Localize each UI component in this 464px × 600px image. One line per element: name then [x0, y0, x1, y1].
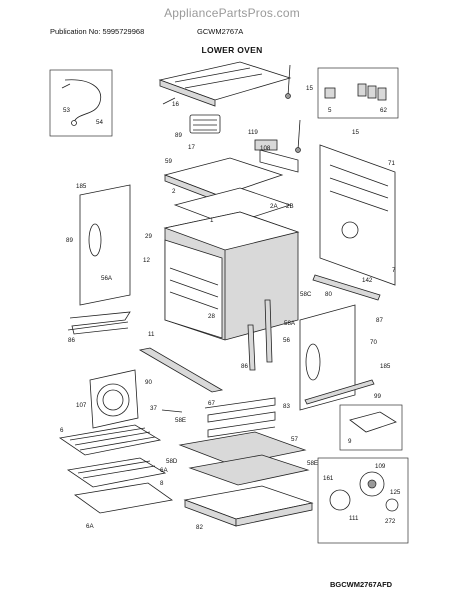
convection-motor-inset: 109 161 125 111 272 [317, 457, 409, 544]
label-54[interactable]: 54 [96, 119, 103, 126]
lower-bake-element: 67 83 58E 57 [175, 397, 298, 443]
label-5[interactable]: 5 [328, 107, 332, 114]
diagram-title: LOWER OVEN [201, 45, 263, 55]
label-57[interactable]: 57 [291, 436, 298, 443]
right-side-panel: 87 70 185 [299, 304, 391, 411]
label-70[interactable]: 70 [370, 339, 377, 346]
label-109[interactable]: 109 [375, 463, 386, 470]
side-rails: 58A 56 86 [241, 299, 296, 371]
thermostat-bracket: 119 108 [248, 129, 299, 173]
label-89-top[interactable]: 89 [175, 132, 182, 139]
label-161[interactable]: 161 [323, 475, 334, 482]
left-side-panel: 185 89 56A [66, 183, 131, 306]
label-107[interactable]: 107 [76, 402, 87, 409]
convection-fan-cover: 107 [76, 369, 139, 429]
label-80[interactable]: 80 [325, 291, 332, 298]
hinge-parts-inset: 5 62 [317, 67, 399, 119]
label-119[interactable]: 119 [248, 129, 258, 136]
label-108[interactable]: 108 [260, 145, 271, 152]
label-58e-lower[interactable]: 58E [307, 460, 318, 467]
label-90[interactable]: 90 [145, 379, 152, 386]
label-16[interactable]: 16 [172, 101, 179, 108]
label-6-top[interactable]: 6 [60, 427, 64, 434]
top-insulation: 59 2 2A 2B [163, 157, 294, 226]
label-37[interactable]: 37 [150, 405, 157, 412]
label-56a-left[interactable]: 56A [101, 275, 113, 282]
publication-number: Publication No: 5995729968 [50, 27, 145, 36]
label-59[interactable]: 59 [165, 158, 172, 165]
label-15-lower[interactable]: 15 [352, 129, 359, 136]
label-58c[interactable]: 58C [300, 291, 312, 298]
wire-harness-inset: 53 54 [49, 69, 113, 137]
broil-pan-inset: 9 [339, 404, 403, 451]
bake-element-left: 86 [67, 311, 131, 344]
label-8[interactable]: 8 [160, 480, 164, 487]
label-15-top[interactable]: 15 [306, 85, 313, 92]
label-6a-bottom[interactable]: 6A [86, 523, 94, 530]
label-7[interactable]: 7 [392, 267, 396, 274]
broil-element-assembly: 89 17 [175, 114, 221, 151]
label-62[interactable]: 62 [380, 107, 387, 114]
label-83[interactable]: 83 [283, 403, 290, 410]
rear-bracket: 80 [312, 274, 381, 301]
label-71[interactable]: 71 [388, 160, 395, 167]
label-185-left[interactable]: 185 [76, 183, 87, 190]
label-86-center[interactable]: 86 [241, 363, 248, 370]
label-2[interactable]: 2 [172, 188, 176, 195]
label-28[interactable]: 28 [208, 313, 215, 320]
label-2b[interactable]: 2B [286, 203, 294, 210]
label-12[interactable]: 12 [143, 257, 150, 264]
label-53[interactable]: 53 [63, 107, 70, 114]
label-58e-upper[interactable]: 58E [175, 417, 186, 424]
oven-bottom-tray: 82 [183, 485, 314, 531]
label-82[interactable]: 82 [196, 524, 203, 531]
temperature-sensor-lower: 15 [295, 119, 359, 153]
label-56[interactable]: 56 [283, 337, 290, 344]
label-185-right[interactable]: 185 [380, 363, 391, 370]
label-125[interactable]: 125 [390, 489, 401, 496]
label-11[interactable]: 11 [148, 331, 155, 338]
screw: 37 [150, 405, 183, 413]
label-89-left[interactable]: 89 [66, 237, 73, 244]
diagram-code: BGCWM2767AFD [330, 580, 393, 589]
label-142[interactable]: 142 [362, 277, 373, 284]
model-number: GCWM2767A [197, 27, 244, 36]
rear-support-bar: 99 [304, 379, 381, 405]
label-99[interactable]: 99 [374, 393, 381, 400]
label-17[interactable]: 17 [188, 144, 195, 151]
label-29[interactable]: 29 [145, 233, 152, 240]
oven-cavity: 1 29 12 58C 11 28 [143, 211, 312, 341]
label-86-left[interactable]: 86 [68, 337, 75, 344]
label-1[interactable]: 1 [210, 217, 214, 224]
oven-racks: 6 8 6A 6A [58, 424, 174, 530]
label-272[interactable]: 272 [385, 518, 396, 525]
label-67[interactable]: 67 [208, 400, 215, 407]
label-58a[interactable]: 58A [284, 320, 296, 327]
bottom-insulation: 58D 58E [166, 431, 318, 486]
label-2a[interactable]: 2A [270, 203, 278, 210]
oven-gasket: 90 [138, 347, 224, 393]
rear-wall-panel: 71 7 142 [319, 144, 396, 286]
label-58d[interactable]: 58D [166, 458, 178, 465]
label-9[interactable]: 9 [348, 438, 352, 445]
label-111[interactable]: 111 [349, 515, 359, 522]
top-cover-panel: 16 [158, 61, 292, 108]
temperature-sensor-top: 15 [285, 64, 313, 99]
watermark: AppliancePartsPros.com [164, 6, 300, 20]
label-87[interactable]: 87 [376, 317, 383, 324]
label-6a-mid[interactable]: 6A [160, 467, 168, 474]
